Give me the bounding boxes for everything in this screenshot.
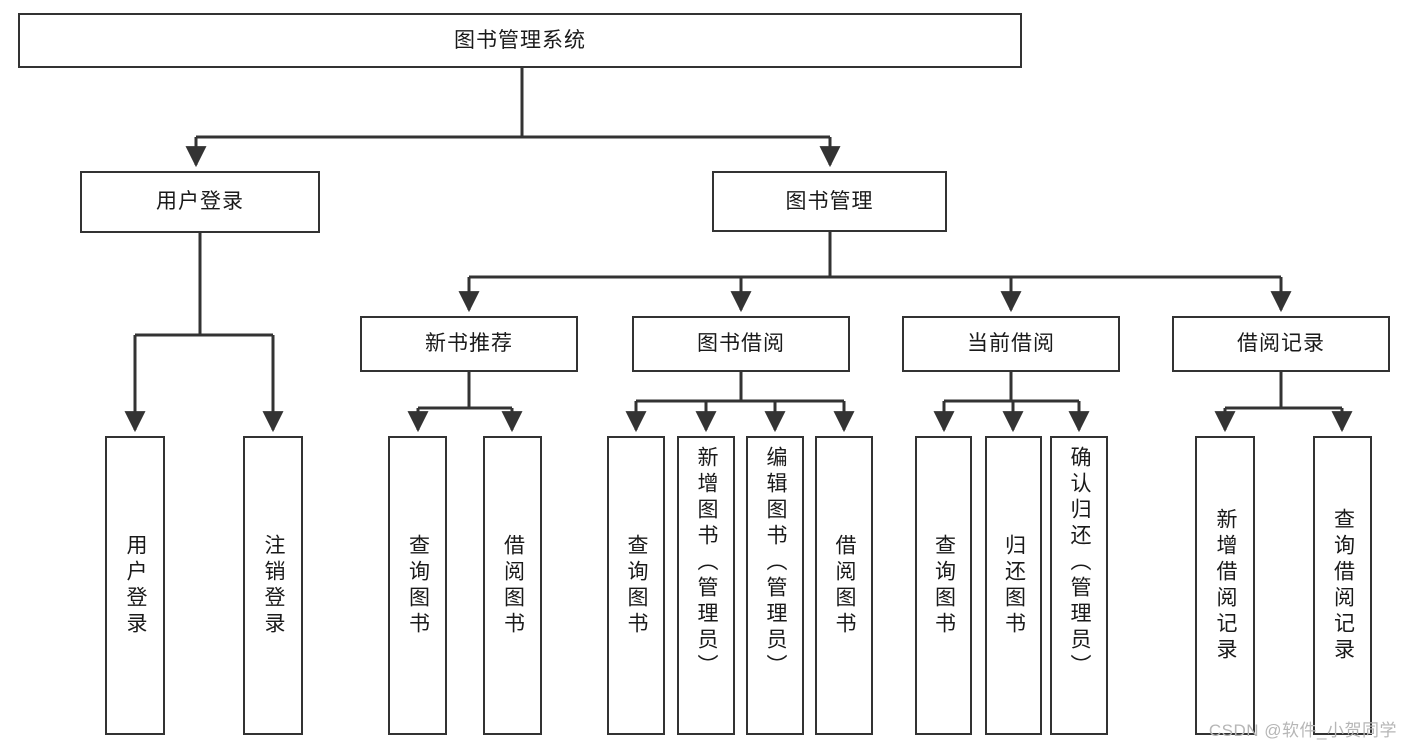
leaf-return-book-label: 归还图书 <box>1002 533 1026 638</box>
leaf-edit-book[interactable]: 编辑图书（管理员） <box>746 436 804 735</box>
leaf-query-book-3[interactable]: 查询图书 <box>915 436 972 735</box>
node-new-book-recommend[interactable]: 新书推荐 <box>360 316 578 372</box>
leaf-confirm-return-label: 确认归还（管理员） <box>1068 446 1092 680</box>
leaf-query-book-2-label: 查询图书 <box>625 533 649 638</box>
leaf-query-record[interactable]: 查询借阅记录 <box>1313 436 1372 735</box>
node-root-label: 图书管理系统 <box>454 28 586 52</box>
leaf-edit-book-label: 编辑图书（管理员） <box>764 446 788 680</box>
node-book-borrow[interactable]: 图书借阅 <box>632 316 850 372</box>
node-book-management[interactable]: 图书管理 <box>712 171 947 232</box>
leaf-query-book-1[interactable]: 查询图书 <box>388 436 447 735</box>
leaf-borrow-book-2[interactable]: 借阅图书 <box>815 436 873 735</box>
node-current-borrow[interactable]: 当前借阅 <box>902 316 1120 372</box>
leaf-query-record-label: 查询借阅记录 <box>1331 507 1355 664</box>
node-borrow-record-label: 借阅记录 <box>1237 332 1325 356</box>
leaf-add-book-label: 新增图书（管理员） <box>695 446 719 680</box>
leaf-add-record-label: 新增借阅记录 <box>1214 507 1238 664</box>
leaf-borrow-book-1-label: 借阅图书 <box>501 533 525 638</box>
node-root[interactable]: 图书管理系统 <box>18 13 1022 68</box>
leaf-confirm-return[interactable]: 确认归还（管理员） <box>1050 436 1108 735</box>
leaf-user-login[interactable]: 用户登录 <box>105 436 165 735</box>
csdn-watermark: CSDN @软件_小贺同学 <box>1208 721 1397 740</box>
leaf-user-login-label: 用户登录 <box>124 533 148 638</box>
leaf-logout[interactable]: 注销登录 <box>243 436 303 735</box>
leaf-add-record[interactable]: 新增借阅记录 <box>1195 436 1255 735</box>
leaf-query-book-3-label: 查询图书 <box>932 533 956 638</box>
node-current-borrow-label: 当前借阅 <box>967 332 1055 356</box>
leaf-logout-label: 注销登录 <box>262 533 286 638</box>
leaf-borrow-book-2-label: 借阅图书 <box>833 533 857 638</box>
node-borrow-record[interactable]: 借阅记录 <box>1172 316 1390 372</box>
leaf-query-book-1-label: 查询图书 <box>406 533 430 638</box>
leaf-borrow-book-1[interactable]: 借阅图书 <box>483 436 542 735</box>
node-book-borrow-label: 图书借阅 <box>697 332 785 356</box>
node-book-management-label: 图书管理 <box>785 189 874 213</box>
leaf-query-book-2[interactable]: 查询图书 <box>607 436 665 735</box>
leaf-return-book[interactable]: 归还图书 <box>985 436 1042 735</box>
leaf-add-book[interactable]: 新增图书（管理员） <box>677 436 735 735</box>
node-new-book-recommend-label: 新书推荐 <box>425 332 513 356</box>
node-user-login[interactable]: 用户登录 <box>80 171 320 233</box>
node-user-login-label: 用户登录 <box>156 190 244 214</box>
